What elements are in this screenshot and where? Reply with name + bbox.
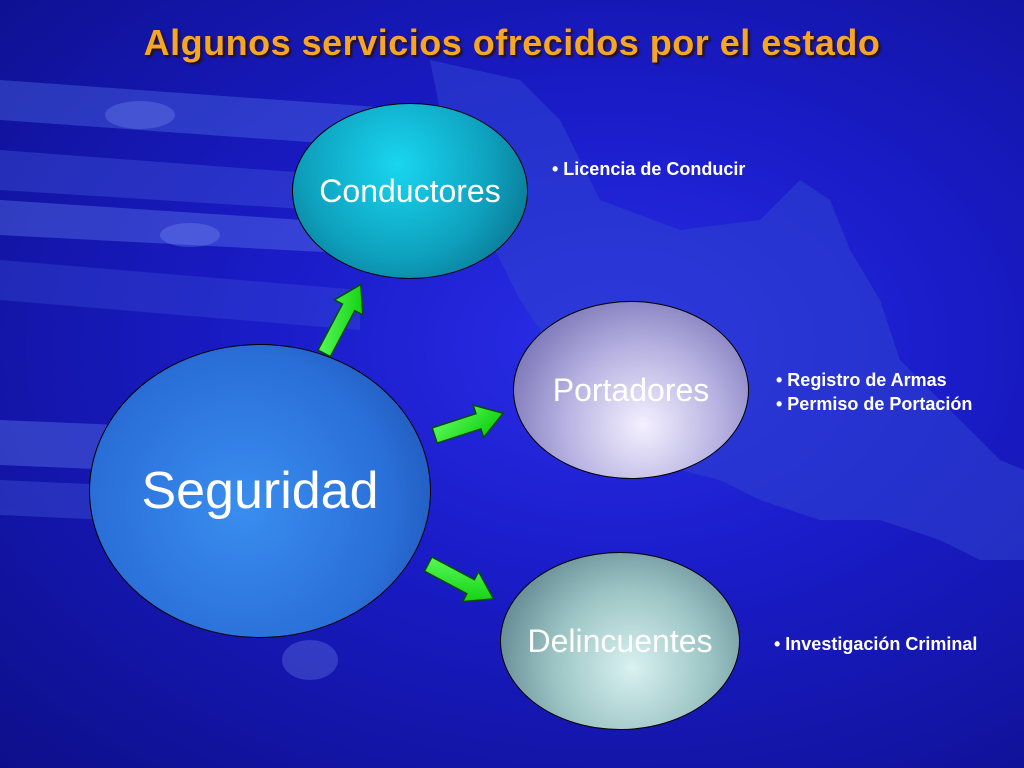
arrow-to-conductores (317, 283, 364, 358)
arrow-to-portadores (431, 404, 505, 445)
node-portadores: Portadores (513, 301, 749, 479)
arrow-to-delincuentes (423, 556, 495, 603)
services-portadores: • Registro de Armas • Permiso de Portaci… (776, 368, 972, 416)
node-portadores-label: Portadores (552, 371, 710, 408)
service-item: • Registro de Armas (776, 370, 947, 390)
page-title: Algunos servicios ofrecidos por el estad… (143, 22, 881, 63)
service-item: • Permiso de Portación (776, 394, 973, 414)
services-delincuentes: • Investigación Criminal (774, 632, 977, 656)
node-conductores-label: Conductores (319, 172, 501, 209)
node-seguridad-label: Seguridad (141, 462, 379, 520)
service-item: • Licencia de Conducir (552, 159, 746, 179)
node-conductores: Conductores (292, 103, 528, 279)
node-delincuentes: Delincuentes (500, 552, 740, 730)
node-delincuentes-label: Delincuentes (527, 622, 713, 659)
node-seguridad: Seguridad (89, 344, 431, 638)
services-conductores: • Licencia de Conducir (552, 157, 745, 181)
service-item: • Investigación Criminal (774, 634, 978, 654)
